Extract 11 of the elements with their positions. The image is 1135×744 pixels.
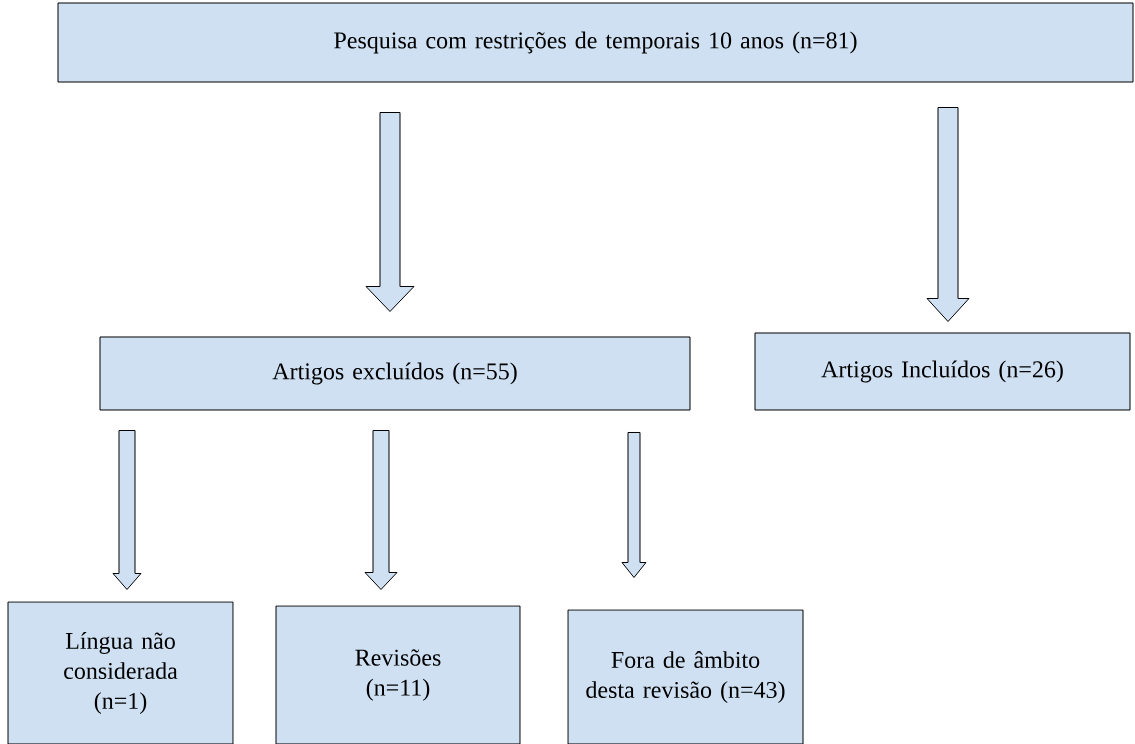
process-box: Artigos Incluídos (n=26) xyxy=(754,332,1131,411)
process-box: Revisões (n=11) xyxy=(275,605,521,744)
process-box: Fora de âmbito desta revisão (n=43) xyxy=(567,609,804,744)
block-arrow xyxy=(112,430,142,590)
process-box: Pesquisa com restrições de temporais 10 anos (n=81) xyxy=(57,2,1134,83)
block-arrow xyxy=(365,112,415,312)
process-box: Língua não considerada (n=1) xyxy=(7,601,234,744)
block-arrow xyxy=(364,430,398,590)
block-arrow xyxy=(621,432,647,578)
process-box: Artigos excluídos (n=55) xyxy=(99,336,691,411)
block-arrow xyxy=(926,107,970,322)
